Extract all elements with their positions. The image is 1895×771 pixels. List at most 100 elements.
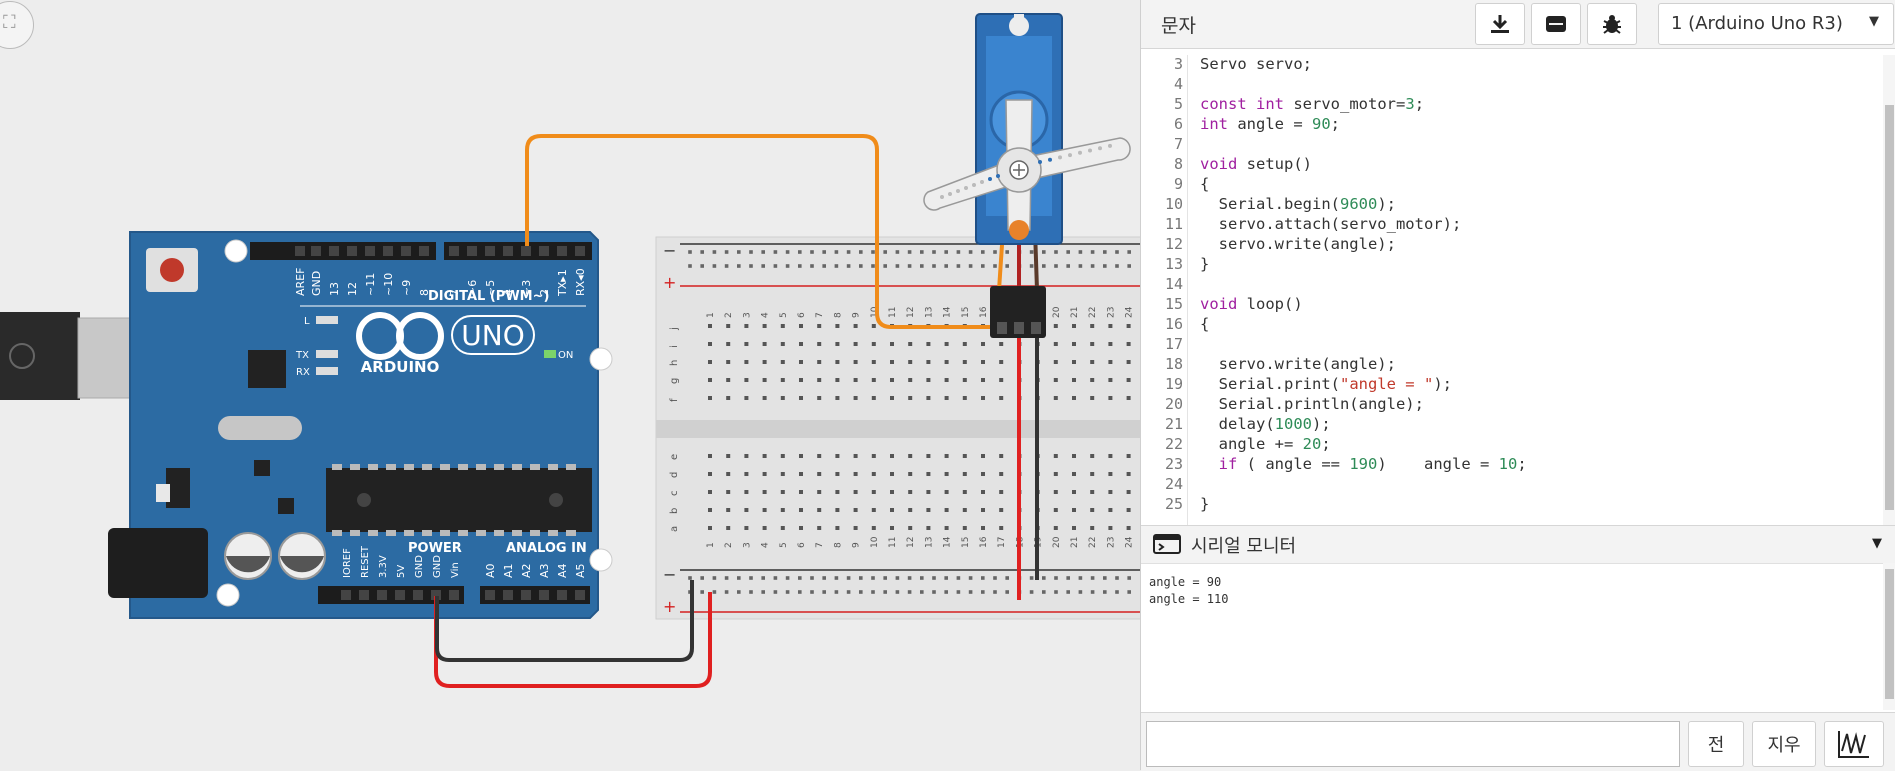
column-number: 20 (1052, 306, 1062, 318)
components-button[interactable] (1531, 3, 1581, 45)
breadboard-hole (908, 396, 913, 400)
breadboard-hole (799, 454, 803, 458)
breadboard-hole (708, 324, 712, 328)
code-text[interactable]: { (1200, 315, 1210, 333)
rail-hole (1115, 250, 1119, 254)
breadboard-hole (799, 378, 803, 382)
breadboard-hole (1090, 396, 1095, 400)
rail-hole (907, 576, 912, 580)
breadboard-hole (1126, 360, 1131, 364)
breadboard-hole (853, 508, 858, 512)
breadboard-hole (871, 508, 876, 512)
send-button[interactable]: 전 (1688, 721, 1744, 767)
code-text[interactable]: } (1200, 495, 1210, 513)
power-pin-label: 3.3V (378, 555, 389, 578)
rail-hole (761, 590, 765, 594)
breadboard-hole (1090, 342, 1095, 346)
code-text[interactable]: servo.write(angle); (1200, 355, 1396, 373)
digital-pin-label: RX◂0 (574, 268, 587, 296)
code-text[interactable]: const int servo_motor=3; (1200, 95, 1425, 113)
rail-hole (834, 576, 839, 580)
rail-hole (968, 264, 973, 268)
breadboard-hole (1126, 378, 1131, 382)
row-letter: b (669, 508, 680, 514)
code-text[interactable]: angle += 20; (1200, 435, 1331, 453)
editor-scrollbar[interactable] (1883, 55, 1895, 525)
mount-hole (589, 548, 613, 572)
uno-label: UNO (461, 319, 524, 352)
code-text[interactable]: servo.attach(servo_motor); (1200, 215, 1462, 233)
breadboard-hole (817, 324, 822, 328)
breadboard-hole (762, 472, 767, 476)
serial-scrollbar[interactable] (1883, 563, 1895, 710)
code-text[interactable]: int angle = 90; (1200, 115, 1341, 133)
digital-pin-label: ~10 (382, 273, 395, 296)
download-button[interactable] (1475, 3, 1525, 45)
line-number: 4 (1173, 75, 1183, 93)
header-pin (431, 590, 441, 600)
breadboard-hole (981, 360, 985, 364)
breadboard-hole (762, 396, 767, 400)
breadboard-hole (1126, 454, 1131, 458)
breadboard-hole (908, 472, 913, 476)
breadboard-hole (1090, 490, 1095, 494)
rail-hole (956, 250, 961, 254)
code-mode-label[interactable]: 문자 (1161, 15, 1196, 37)
debugger-button[interactable] (1587, 3, 1637, 45)
column-number: 9 (852, 542, 862, 548)
rail-hole (907, 264, 912, 268)
header-pin (347, 246, 357, 256)
code-text[interactable]: Servo servo; (1200, 55, 1312, 73)
code-text[interactable]: void loop() (1200, 295, 1303, 313)
breadboard-hole (780, 490, 785, 494)
code-text[interactable]: void setup() (1200, 155, 1312, 173)
breadboard-hole (1108, 360, 1113, 364)
serial-monitor-header[interactable]: 시리얼 모니터 ▼ (1141, 525, 1895, 564)
code-text[interactable]: Serial.println(angle); (1200, 395, 1424, 413)
breadboard-hole (835, 396, 840, 400)
code-text[interactable]: { (1200, 175, 1210, 193)
breadboard-hole (726, 360, 731, 364)
collapse-chevron-icon[interactable]: ▼ (1872, 536, 1882, 551)
rail-hole (1054, 250, 1058, 254)
serial-input[interactable] (1146, 721, 1680, 767)
line-number: 3 (1173, 55, 1183, 73)
analog-pin-label: A5 (574, 563, 587, 578)
code-text[interactable]: servo.write(angle); (1200, 235, 1396, 253)
breadboard-hole (962, 342, 967, 346)
rail-hole (883, 576, 887, 580)
breadboard-hole (799, 342, 803, 346)
capacitor-band (280, 556, 324, 573)
graph-button[interactable] (1824, 721, 1884, 767)
header-pin (329, 246, 339, 256)
rail-hole (724, 576, 729, 580)
code-text[interactable]: Serial.print("angle = "); (1200, 375, 1452, 393)
clear-button[interactable]: 지우 (1752, 721, 1816, 767)
analog-pin-label: A0 (484, 563, 497, 578)
code-text[interactable]: } (1200, 255, 1210, 273)
rail-hole (712, 590, 717, 594)
rail-hole (1066, 250, 1070, 254)
breadboard-hole (799, 490, 803, 494)
serial-scroll-thumb[interactable] (1885, 569, 1894, 699)
code-text[interactable]: Serial.begin(9600); (1200, 195, 1396, 213)
rail-hole (810, 264, 814, 268)
breadboard-hole (780, 342, 785, 346)
breadboard-hole (908, 378, 913, 382)
column-number: 24 (1125, 306, 1135, 318)
code-text[interactable]: if ( angle == 190) angle = 10; (1218, 455, 1527, 473)
chip-pin (332, 464, 342, 470)
line-number: 7 (1173, 135, 1183, 153)
board-select[interactable]: 1 (Arduino Uno R3) ▼ (1658, 3, 1894, 45)
code-text[interactable]: delay(1000); (1200, 415, 1331, 433)
editor-scroll-thumb[interactable] (1885, 105, 1894, 510)
breadboard-hole (1072, 472, 1076, 476)
breadboard-hole (962, 490, 967, 494)
breadboard-hole (853, 360, 858, 364)
breadboard-hole (835, 454, 840, 458)
breadboard-hole (908, 490, 913, 494)
rail-hole (883, 250, 887, 254)
